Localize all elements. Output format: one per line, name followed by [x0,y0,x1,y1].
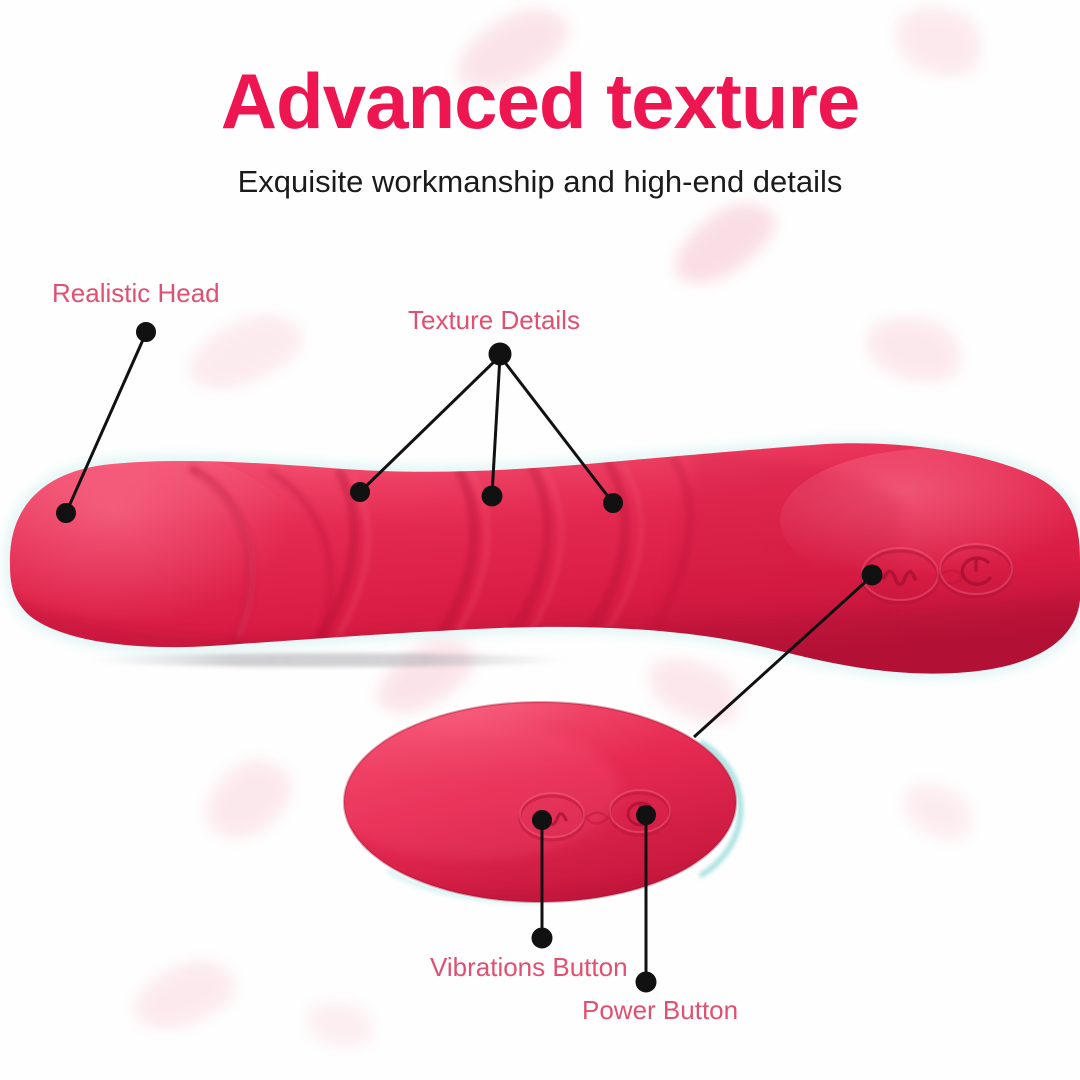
inset-vibration-button [518,794,586,842]
leader-realistic-head [56,322,156,523]
page-title: Advanced texture [220,57,861,145]
wave-icon [882,569,917,587]
callout-label-power-button: Power Button [582,995,739,1025]
inset-control-panel [518,789,672,842]
leader-texture-details [350,342,623,513]
callout-label-realistic-head: Realistic Head [52,278,220,308]
callout-label-vibrations-button: Vibrations Button [430,952,628,982]
inset-power-button [608,791,672,837]
page-subtitle: Exquisite workmanship and high-end detai… [237,164,843,199]
inset-highlight-arc [698,739,743,879]
leader-power-button [635,805,657,993]
leader-vibrations-button [531,810,553,949]
callout-label-texture-details: Texture Details [408,305,580,335]
power-button-body [938,545,1014,599]
power-icon [960,556,992,586]
leader-inset-link [692,564,883,739]
